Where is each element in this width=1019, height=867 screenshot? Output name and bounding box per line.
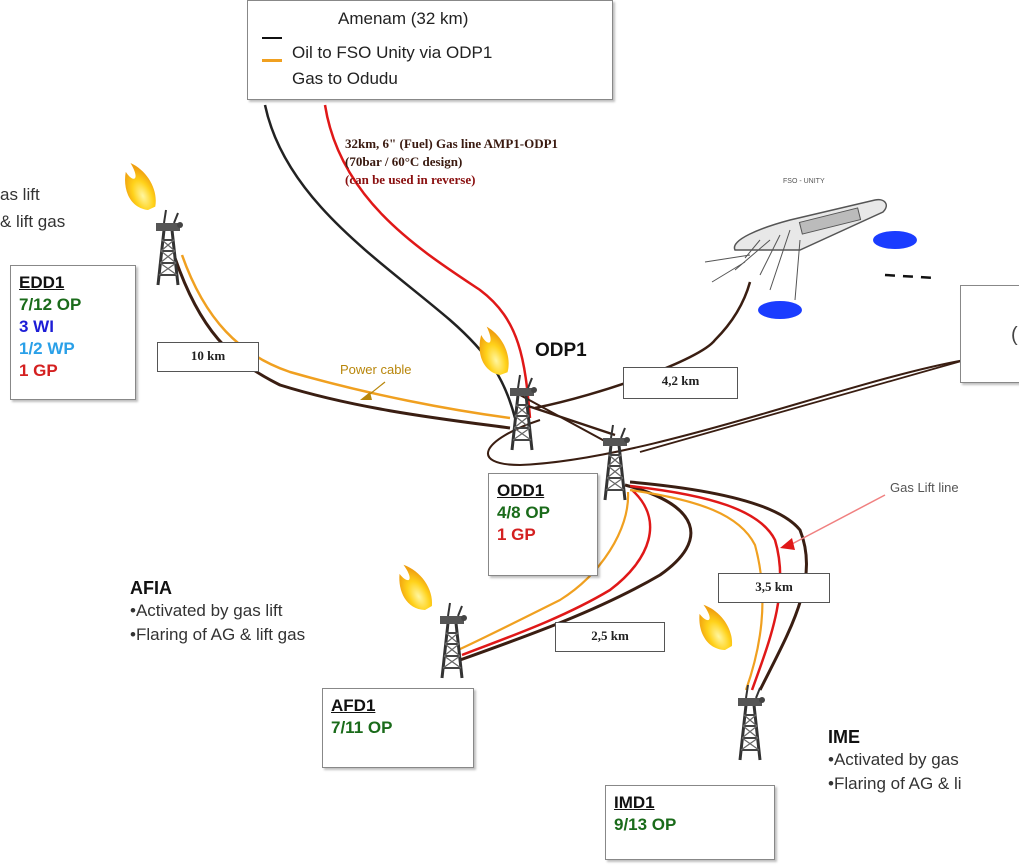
amenam-gas-line: [323, 104, 532, 419]
edd1-tower-icon: [154, 208, 185, 287]
edd1-op: 7/12 OP: [19, 295, 82, 314]
edd1-wp: 1/2 WP: [19, 339, 75, 358]
gas-line-note: 32km, 6" (Fuel) Gas line AMP1-ODP1 (70ba…: [345, 135, 558, 189]
legend-oil-label: Oil to FSO Unity via ODP1: [292, 43, 493, 62]
afd1-op: 7/11 OP: [331, 718, 393, 737]
edd-odp-oil-line: [173, 257, 511, 430]
odd-imd-gaslift-line: [629, 484, 782, 691]
edd1-flare-icon: [116, 158, 162, 215]
edd1-wi: 3 WI: [19, 317, 54, 336]
left-field-line1: as lift: [0, 185, 40, 204]
distance-odd-afd: 2,5 km: [555, 622, 665, 652]
gas-line-note-line2: (70bar / 60°C design): [345, 154, 463, 169]
odd-imd-gas-line: [629, 488, 764, 691]
right-field-text: (: [1011, 324, 1018, 346]
afia-block: AFIA •Activated by gas lift •Flaring of …: [130, 578, 305, 647]
imd1-box: IMD1 9/13 OP: [605, 785, 775, 860]
right-field-box: (: [960, 285, 1019, 383]
odd1-name: ODD1: [497, 481, 545, 500]
imd1-name: IMD1: [614, 793, 655, 812]
fso-unity-vessel: [704, 198, 936, 319]
gas-line-note-line1: 32km, 6" (Fuel) Gas line AMP1-ODP1: [345, 136, 559, 151]
odd1-gp: 1 GP: [497, 525, 536, 544]
cable-to-right: [487, 359, 966, 467]
odp-fso-line: [534, 281, 752, 410]
edd1-name: EDD1: [19, 273, 65, 292]
ime-block: IME •Activated by gas •Flaring of AG & l…: [828, 727, 962, 796]
afd1-name: AFD1: [331, 696, 376, 715]
odd-afd-oil-line: [459, 483, 693, 662]
imd1-flare-icon: [689, 599, 738, 656]
odd-imd-oil-line: [629, 480, 808, 691]
odd-afd-gaslift-line: [461, 489, 652, 657]
gas-lift-line-label: Gas Lift line: [890, 480, 959, 495]
afia-line1: •Activated by gas lift: [130, 601, 283, 620]
gas-lift-pointer: [789, 494, 886, 546]
distance-odd-imd: 3,5 km: [718, 573, 830, 603]
power-cable-label: Power cable: [340, 362, 412, 377]
legend-oil-swatch: [262, 37, 282, 39]
distance-odp-fso: 4,2 km: [623, 367, 738, 399]
legend-box: Amenam (32 km) Oil to FSO Unity via ODP1…: [247, 0, 613, 100]
odd1-tower-icon: [601, 423, 632, 502]
odp1-flare-icon: [471, 323, 514, 380]
odd1-op: 4/8 OP: [497, 503, 550, 522]
amenam-oil-line: [263, 104, 517, 419]
legend-title: Amenam (32 km): [338, 9, 469, 28]
distance-edd-odp: 10 km: [157, 342, 259, 372]
ime-line1: •Activated by gas: [828, 750, 959, 769]
legend-gas-label: Gas to Odudu: [292, 69, 398, 88]
gas-line-note-line3: (can be used in reverse): [345, 172, 476, 187]
legend-gas-swatch: [262, 59, 282, 62]
afd1-flare-icon: [389, 559, 438, 616]
edd1-gp: 1 GP: [19, 361, 58, 380]
ime-line2: •Flaring of AG & li: [828, 774, 962, 793]
ime-title: IME: [828, 727, 861, 747]
imd1-op: 9/13 OP: [614, 815, 677, 834]
afia-line2: •Flaring of AG & lift gas: [130, 625, 306, 644]
imd1-tower-icon: [736, 683, 767, 762]
edd1-box: EDD1 7/12 OP 3 WI 1/2 WP 1 GP: [10, 265, 136, 400]
odd-afd-gas-line: [457, 491, 630, 652]
fso-unity-label: FSO - UNITY: [783, 178, 825, 185]
odd1-box: ODD1 4/8 OP 1 GP: [488, 473, 598, 576]
odp1-label: ODP1: [535, 340, 587, 361]
afd1-tower-icon: [438, 601, 469, 680]
edd-odp-gas-line: [180, 254, 511, 420]
afia-title: AFIA: [130, 578, 172, 598]
afd1-box: AFD1 7/11 OP: [322, 688, 474, 768]
left-field-line2: & lift gas: [0, 212, 66, 231]
